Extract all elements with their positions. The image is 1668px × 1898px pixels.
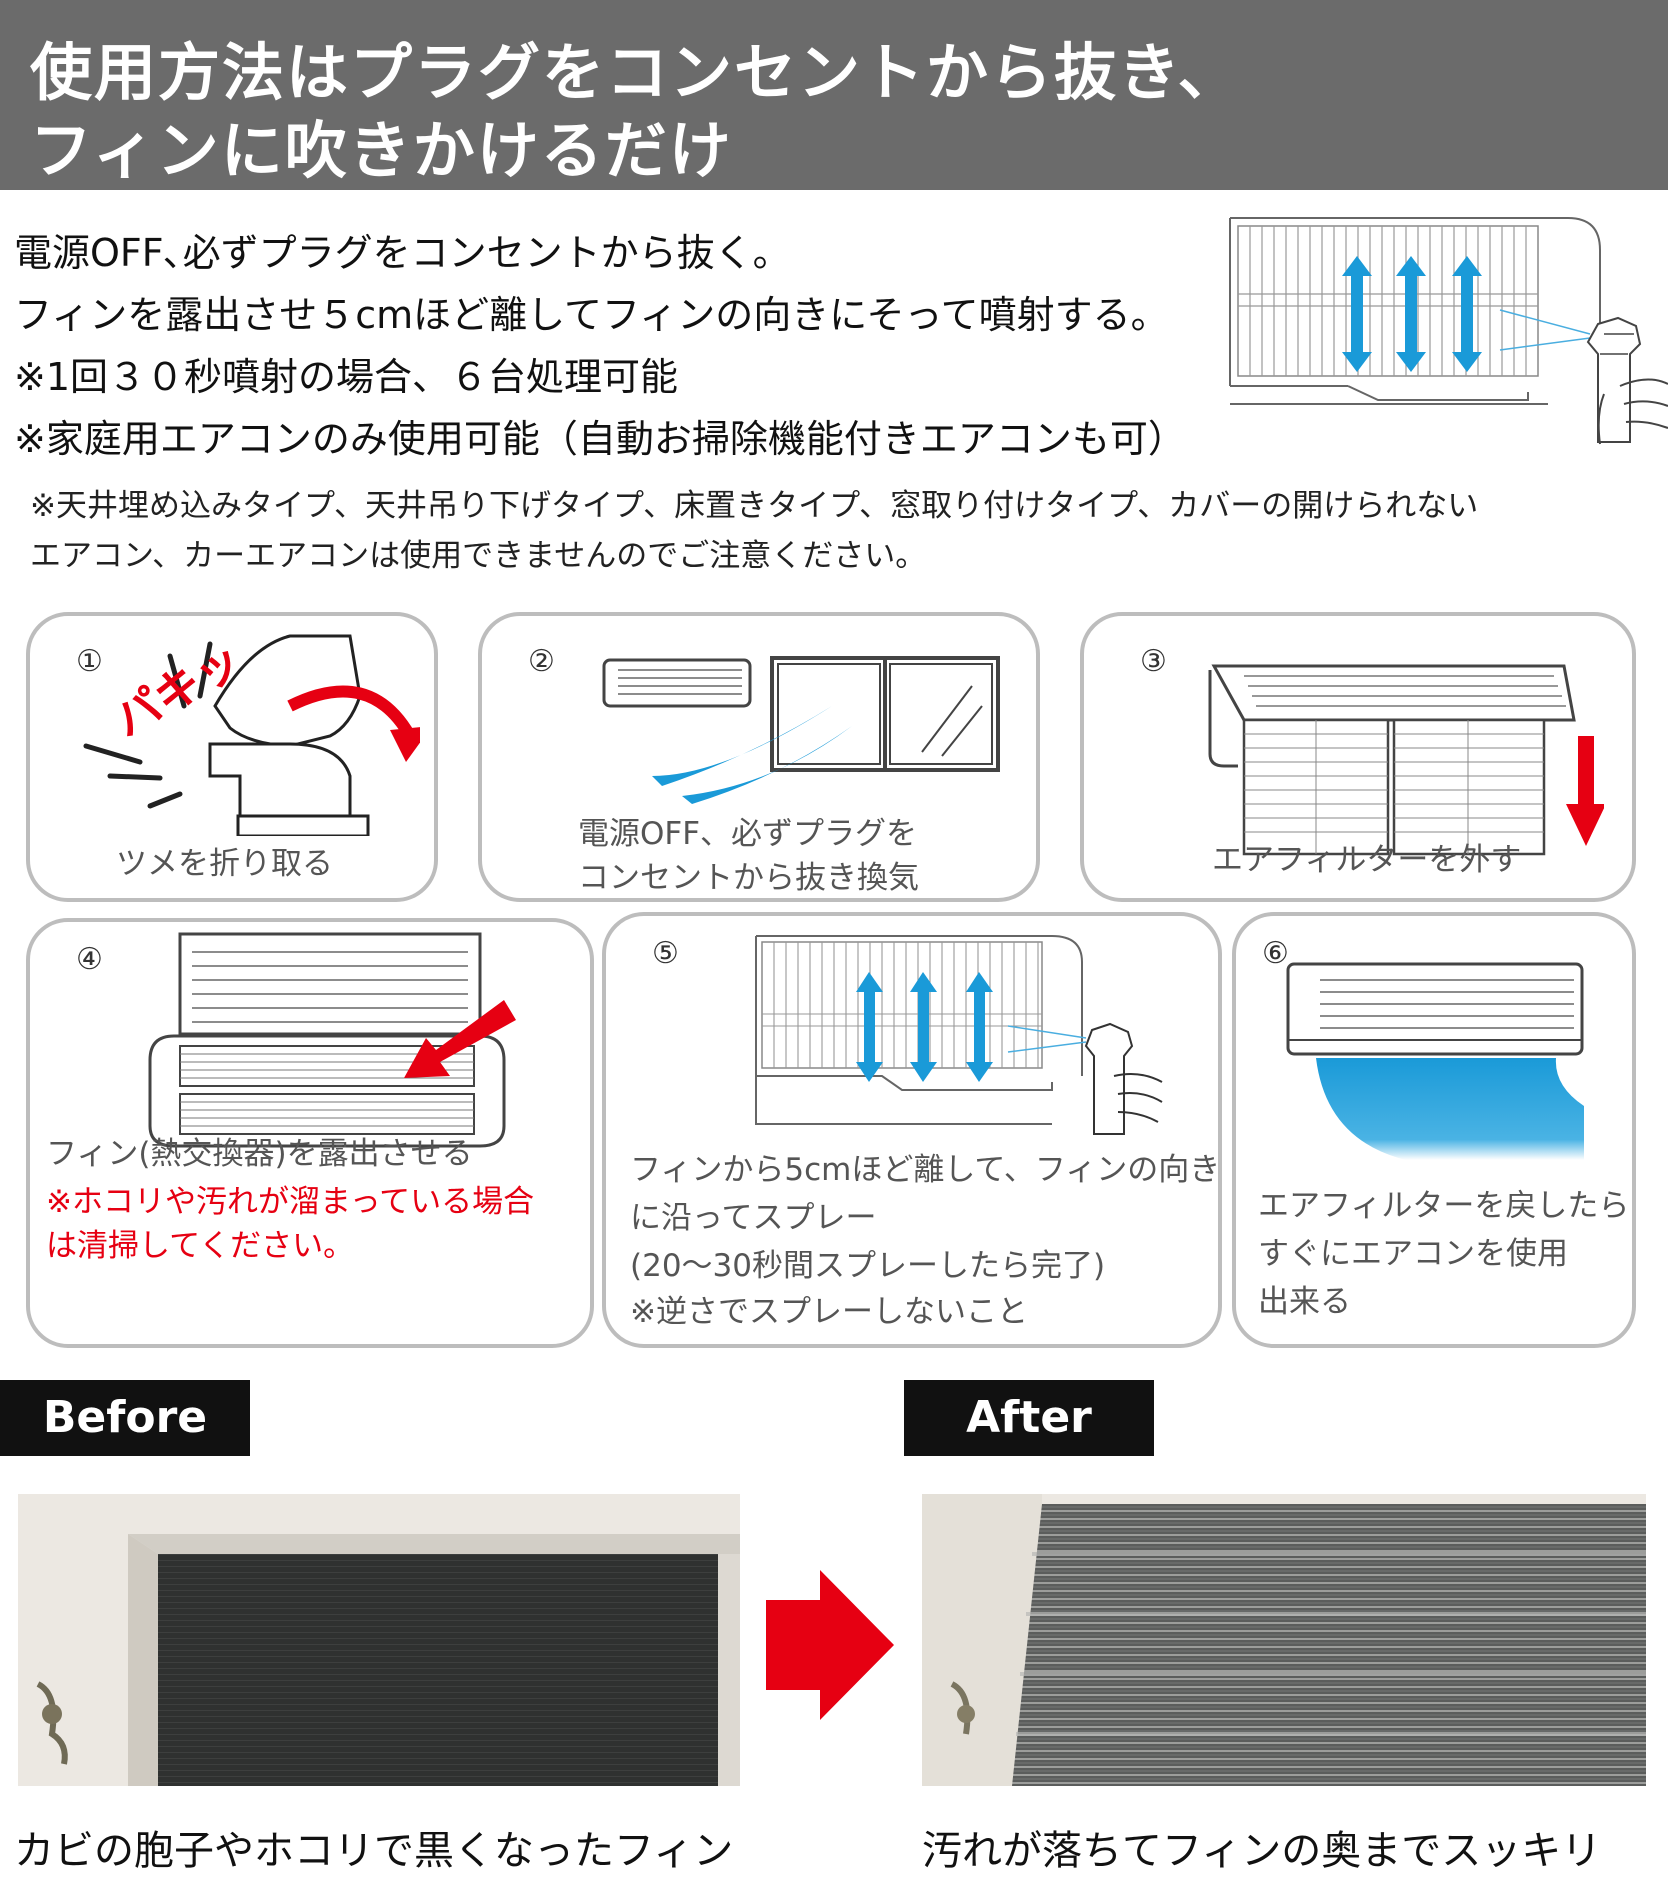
step-caption: に沿ってスプレー [630,1200,877,1236]
page-header: 使用方法はプラグをコンセントから抜き、 フィンに吹きかけるだけ [0,0,1668,190]
after-photo [922,1494,1646,1786]
spray-fins-illustration [752,926,1182,1136]
step-number: ⑥ [1262,936,1289,971]
step-number: ④ [76,942,103,977]
step-caption: エアフィルターを外す [1212,842,1522,878]
after-label-text: After [966,1392,1092,1443]
before-after-arrow-icon [766,1570,896,1720]
step-warning: ※ホコリや汚れが溜まっている場合 [46,1184,535,1220]
step-caption: コンセントから抜き換気 [578,860,919,896]
intro-line: 電源OFF､必ずプラグをコンセントから抜く。 [14,231,791,275]
ventilation-illustration [602,656,1002,806]
snap-tab-illustration: パキッ [50,626,420,836]
intro-line: ※家庭用エアコンのみ使用可能（自動お掃除機能付きエアコンも可） [14,417,1186,461]
step-card-6: ⑥ エアフィルターを戻したら すぐにエアコンを使用 出来る [1232,912,1636,1348]
step-card-2: ② 電源OFF、必ずプラグを コンセントから抜き換気 [478,612,1040,902]
step-number: ⑤ [652,936,679,971]
after-caption: 汚れが落ちてフィンの奥までスッキリ [922,1828,1602,1874]
step-card-5: ⑤ フィンから5cmほど離して [602,912,1222,1348]
step-caption: ツメを折り取る [116,846,333,882]
step-card-4: ④ フィン(熱交換器)を露出させる ※ホコリや汚れが溜まっている場合 は清掃して… [26,918,594,1348]
after-label: After [904,1380,1154,1456]
before-photo [18,1494,740,1786]
step-caption: フィンから5cmほど離して、フィンの向き [630,1152,1221,1188]
header-title-line1: 使用方法はプラグをコンセントから抜き、 [30,36,1242,109]
header-title-line2: フィンに吹きかけるだけ [30,114,733,187]
usage-note-line: ※天井埋め込みタイプ、天井吊り下げタイプ、床置きタイプ、窓取り付けタイプ、カバー… [30,488,1479,524]
expose-fins-illustration [140,930,520,1150]
step-number: ② [528,644,555,679]
step-card-1: ① パキッ ツメを折り取る [26,612,438,902]
step-card-3: ③ エアフィルターを外す [1080,612,1636,902]
step-caption: ※逆さでスプレーしないこと [630,1294,1028,1330]
step-warning: は清掃してください。 [46,1228,355,1264]
step-caption: (20～30秒間スプレーしたら完了) [630,1248,1106,1284]
before-label: Before [0,1380,250,1456]
step-caption: 電源OFF、必ずプラグを [578,816,918,852]
step-caption: エアフィルターを戻したら [1258,1188,1630,1224]
before-label-text: Before [42,1392,208,1443]
ready-to-use-illustration [1286,960,1626,1160]
before-caption: カビの胞子やホコリで黒くなったフィン [14,1828,734,1874]
remove-filter-illustration [1204,646,1604,856]
step-number: ③ [1140,644,1167,679]
step-caption: 出来る [1258,1284,1351,1320]
intro-spray-illustration [1228,214,1668,454]
intro-line: ※1回３０秒噴射の場合、６台処理可能 [14,355,679,399]
intro-line: フィンを露出させ５cmほど離してフィンの向きにそって噴射する。 [14,293,1169,337]
step-caption: すぐにエアコンを使用 [1258,1236,1568,1272]
step-caption: フィン(熱交換器)を露出させる [46,1136,473,1172]
usage-note-line: エアコン、カーエアコンは使用できませんのでご注意ください。 [30,538,927,574]
step-number: ① [76,644,103,679]
